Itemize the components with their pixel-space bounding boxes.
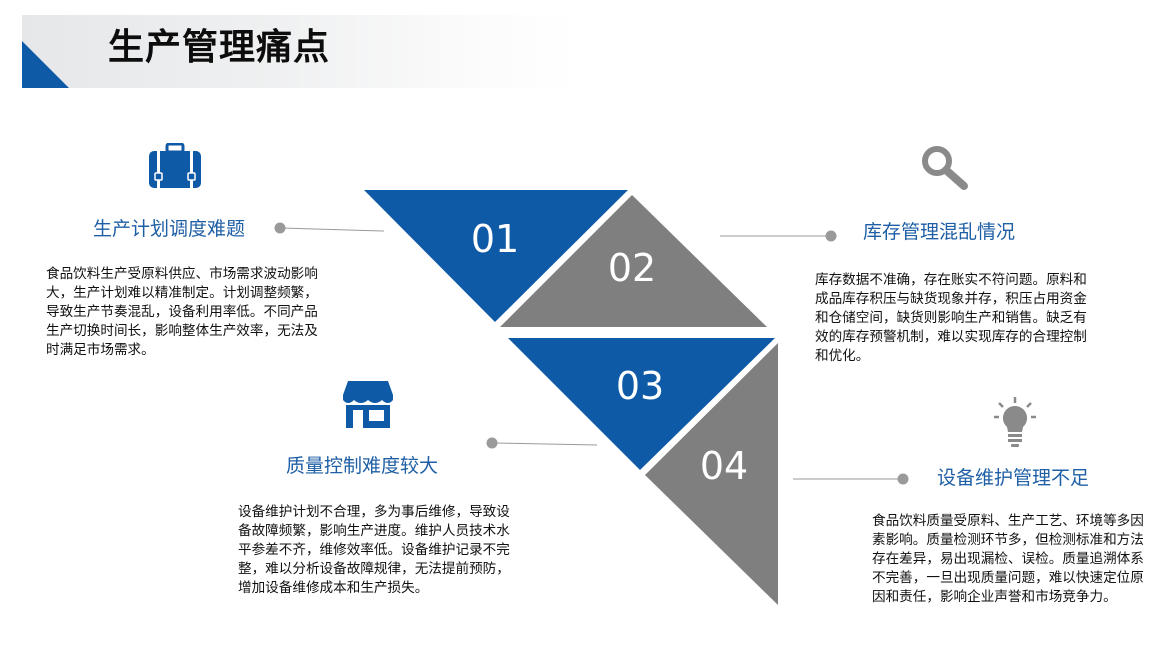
heading-equipment-maintenance: 设备维护管理不足 — [937, 467, 1090, 489]
lightbulb-icon — [994, 397, 1036, 447]
triangle-01 — [364, 190, 628, 322]
text-equipment-maintenance: 食品饮料质量受原料、生产工艺、环境等多因素影响。质量检测环节多，但检测标准和方法… — [872, 513, 1144, 605]
connector-line-1 — [280, 227, 385, 232]
connector-dot-4 — [897, 473, 909, 485]
triangle-04 — [645, 343, 778, 605]
heading-quality-control: 质量控制难度较大 — [286, 455, 439, 477]
text-production-planning: 食品饮料生产受原料供应、市场需求波动影响大，生产计划难以精准制定。计划调整频繁，… — [46, 266, 318, 358]
header-band — [22, 15, 582, 88]
triangle-02 — [500, 195, 767, 327]
store-icon — [343, 381, 393, 428]
triangle-number-03: 03 — [615, 364, 665, 408]
triangle-number-02: 02 — [607, 246, 657, 290]
magnifier-icon — [922, 146, 968, 190]
connector-dot-2 — [825, 230, 837, 242]
triangle-number-04: 04 — [699, 444, 749, 488]
connector-dot-3 — [486, 437, 498, 449]
connector-dot-1 — [274, 222, 286, 234]
connector-line-3 — [492, 442, 598, 446]
text-inventory-management: 库存数据不准确，存在账实不符问题。原料和成品库存积压与缺货现象并存，积压占用资金… — [815, 272, 1087, 364]
text-quality-control: 设备维护计划不合理，多为事后维修，导致设备故障频繁，影响生产进度。维护人员技术水… — [238, 504, 510, 596]
page-title: 生产管理痛点 — [108, 27, 331, 68]
heading-production-planning: 生产计划调度难题 — [93, 218, 246, 240]
header-corner-triangle — [22, 41, 69, 88]
heading-inventory-management: 库存管理混乱情况 — [863, 221, 1016, 243]
briefcase-icon — [149, 143, 201, 188]
triangle-03 — [508, 338, 775, 470]
triangle-number-01: 01 — [470, 217, 520, 261]
